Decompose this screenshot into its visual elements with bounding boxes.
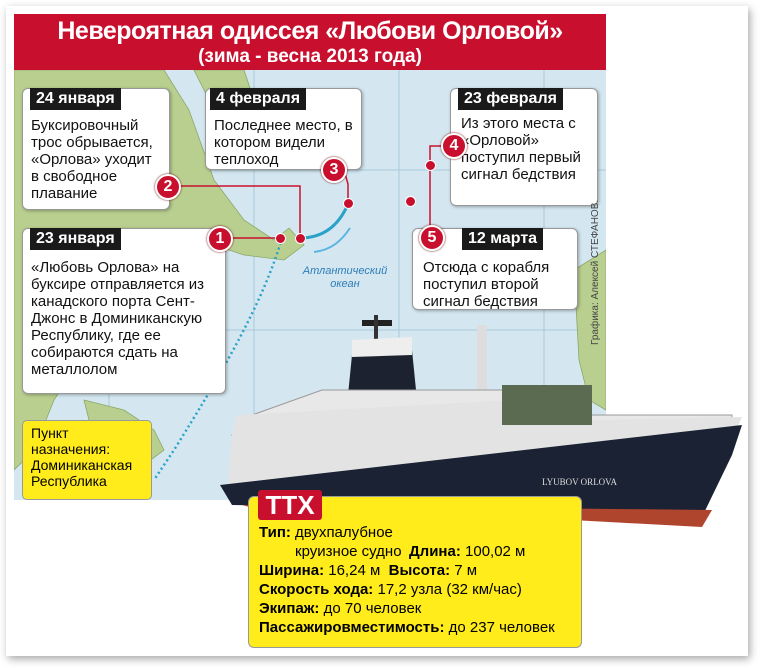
- route-point: [425, 160, 436, 171]
- destination-box: Пункт назначения: Доминиканская Республи…: [22, 420, 152, 500]
- ship-name: LYUBOV ORLOVA: [542, 477, 618, 487]
- marker-5: 5: [419, 225, 445, 251]
- specs-badge: ТТХ: [258, 490, 322, 520]
- credit: Графика: Алексей СТЕФАНОВ.: [590, 199, 601, 345]
- current-arrow: [313, 227, 351, 253]
- subtitle: (зима - весна 2013 года): [198, 46, 422, 67]
- route-point: [405, 196, 416, 207]
- marker-4: 4: [441, 133, 467, 159]
- drift-route: [299, 203, 350, 240]
- ocean-label: Атлантический океан: [302, 265, 388, 290]
- ship-image: LYUBOV ORLOVA: [220, 315, 742, 527]
- event-date-5: 12 марта: [462, 228, 544, 250]
- route-point: [295, 233, 306, 244]
- event-date-4: 23 февраля: [458, 88, 563, 110]
- route-point: [275, 233, 286, 244]
- event-date-1: 23 января: [30, 228, 121, 250]
- header: Невероятная одиссея «Любови Орловой» (зи…: [14, 14, 606, 70]
- title: Невероятная одиссея «Любови Орловой»: [57, 17, 563, 45]
- marker-2: 2: [155, 174, 181, 200]
- tow-route: [152, 237, 284, 481]
- event-date-2: 24 января: [30, 88, 121, 110]
- route-point: [343, 198, 354, 209]
- type-value: двухпалубное круизное судно: [295, 524, 402, 560]
- marker-3: 3: [321, 157, 347, 183]
- event-box-1: «Любовь Орлова» на буксире отправляется …: [22, 228, 226, 394]
- marker-1: 1: [207, 226, 233, 252]
- event-date-3: 4 февраля: [210, 88, 307, 110]
